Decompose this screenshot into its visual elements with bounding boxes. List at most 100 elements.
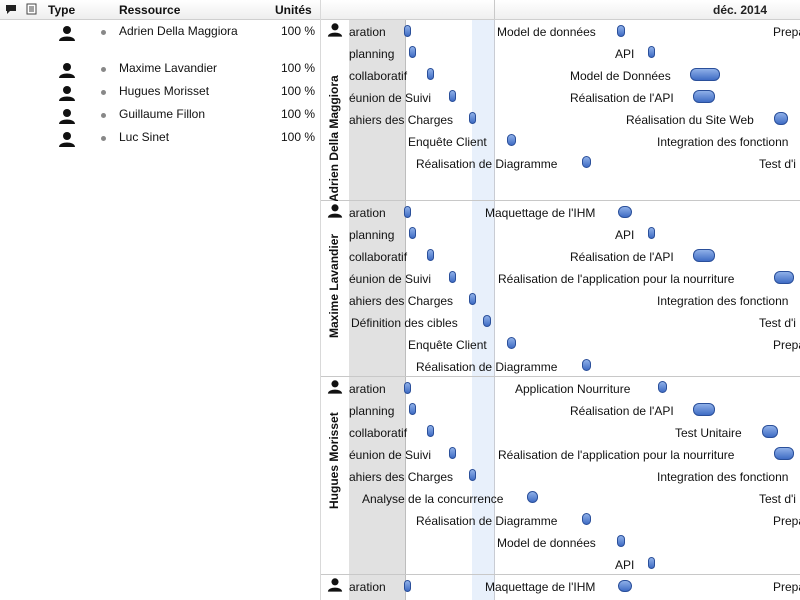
task-bar[interactable] — [774, 447, 794, 460]
task-bar[interactable] — [409, 403, 416, 415]
task-bar[interactable] — [404, 25, 411, 37]
task-label: ahiers des Charges — [349, 294, 454, 308]
speech-bubble-icon[interactable] — [5, 3, 17, 18]
group-label-hugues[interactable]: Hugues Morisset — [321, 377, 347, 574]
column-header-units[interactable]: Unités — [275, 3, 312, 17]
task-bar[interactable] — [507, 337, 516, 349]
group-label-maxime[interactable]: Maxime Lavandier — [321, 201, 347, 376]
task-bar[interactable] — [582, 359, 591, 371]
bullet-icon — [101, 67, 106, 72]
group-label-adrien[interactable]: Adrien Della Maggiora — [321, 20, 347, 202]
task-label: Réalisation de l'application pour la nou… — [498, 448, 735, 462]
group-label-next[interactable] — [321, 575, 347, 600]
resource-table-header: Type Ressource Unités — [0, 0, 320, 20]
task-bar[interactable] — [648, 46, 655, 58]
pane-splitter[interactable] — [320, 0, 321, 600]
resource-name: Guillaume Fillon — [119, 107, 206, 121]
weekend-band — [349, 19, 406, 600]
task-label: Réalisation de l'API — [570, 404, 674, 418]
bullet-icon — [101, 90, 106, 95]
task-bar[interactable] — [427, 249, 434, 261]
task-bar[interactable] — [693, 249, 715, 262]
resource-row[interactable]: Guillaume Fillon 100 % — [0, 107, 320, 125]
task-bar[interactable] — [617, 25, 625, 37]
task-bar[interactable] — [658, 381, 667, 393]
task-bar[interactable] — [693, 403, 715, 416]
task-bar[interactable] — [404, 580, 411, 592]
task-bar[interactable] — [690, 68, 720, 81]
task-label: ahiers des Charges — [349, 470, 454, 484]
task-label: planning — [349, 228, 395, 242]
task-bar[interactable] — [409, 227, 416, 239]
today-line — [494, 0, 495, 600]
person-icon — [58, 25, 76, 41]
task-bar[interactable] — [449, 447, 456, 459]
task-bar[interactable] — [449, 271, 456, 283]
timeline-header: déc. 2014 — [321, 0, 800, 20]
task-bar[interactable] — [617, 535, 625, 547]
task-bar[interactable] — [693, 90, 715, 103]
task-bar[interactable] — [774, 271, 794, 284]
task-label: Enquête Client — [408, 135, 487, 149]
task-bar[interactable] — [648, 557, 655, 569]
task-label: éunion de Suivi — [349, 91, 432, 105]
task-label: Définition des cibles — [351, 316, 458, 330]
task-bar[interactable] — [507, 134, 516, 146]
task-label: aration — [349, 580, 386, 594]
person-icon — [58, 85, 76, 101]
task-bar[interactable] — [582, 513, 591, 525]
task-label: Test d'i — [759, 157, 796, 171]
task-bar[interactable] — [527, 491, 538, 503]
task-label: ahiers des Charges — [349, 113, 454, 127]
task-bar[interactable] — [618, 580, 632, 592]
group-separator — [321, 574, 800, 575]
task-bar[interactable] — [582, 156, 591, 168]
task-label: API — [615, 558, 635, 572]
resource-name: Hugues Morisset — [119, 84, 210, 98]
task-label: Enquête Client — [408, 338, 487, 352]
task-label: aration — [349, 382, 386, 396]
task-label: Model de Données — [570, 69, 671, 83]
today-band — [472, 19, 494, 600]
task-bar[interactable] — [427, 425, 434, 437]
task-label: Analyse de la concurrence — [362, 492, 504, 506]
task-bar[interactable] — [449, 90, 456, 102]
task-label: planning — [349, 47, 395, 61]
task-bar[interactable] — [648, 227, 655, 239]
resource-row[interactable]: Maxime Lavandier 100 % — [0, 61, 320, 79]
month-label: déc. 2014 — [713, 3, 768, 17]
task-label: Réalisation de Diagramme — [416, 360, 558, 374]
resource-row[interactable]: Adrien Della Maggiora 100 % — [0, 24, 320, 56]
task-bar[interactable] — [469, 112, 476, 124]
note-icon[interactable] — [26, 3, 37, 18]
column-header-type[interactable]: Type — [48, 3, 76, 17]
task-bar[interactable] — [409, 46, 416, 58]
task-label: API — [615, 47, 635, 61]
gantt-chart[interactable]: déc. 2014 Adrien Della Maggiora Maxime L… — [321, 0, 800, 600]
resource-row[interactable]: Hugues Morisset 100 % — [0, 84, 320, 102]
bullet-icon — [101, 30, 106, 35]
bullet-icon — [101, 113, 106, 118]
task-bar[interactable] — [762, 425, 778, 438]
task-label: Model de données — [497, 25, 596, 39]
column-header-resource[interactable]: Ressource — [119, 3, 181, 17]
task-bar[interactable] — [618, 206, 632, 218]
task-bar[interactable] — [469, 469, 476, 481]
task-bar[interactable] — [469, 293, 476, 305]
task-label: Integration des fonctionn — [657, 294, 789, 308]
task-bar[interactable] — [483, 315, 491, 327]
task-bar[interactable] — [427, 68, 434, 80]
task-bar[interactable] — [404, 206, 411, 218]
group-name: Maxime Lavandier — [327, 233, 341, 338]
task-label: Application Nourriture — [515, 382, 631, 396]
task-label: API — [615, 228, 635, 242]
task-label: Integration des fonctionn — [657, 135, 789, 149]
person-icon — [58, 62, 76, 78]
resource-row[interactable]: Luc Sinet 100 % — [0, 130, 320, 148]
task-label: Réalisation de Diagramme — [416, 514, 558, 528]
group-name: Adrien Della Maggiora — [327, 75, 341, 202]
task-bar[interactable] — [774, 112, 788, 125]
task-bar[interactable] — [404, 382, 411, 394]
